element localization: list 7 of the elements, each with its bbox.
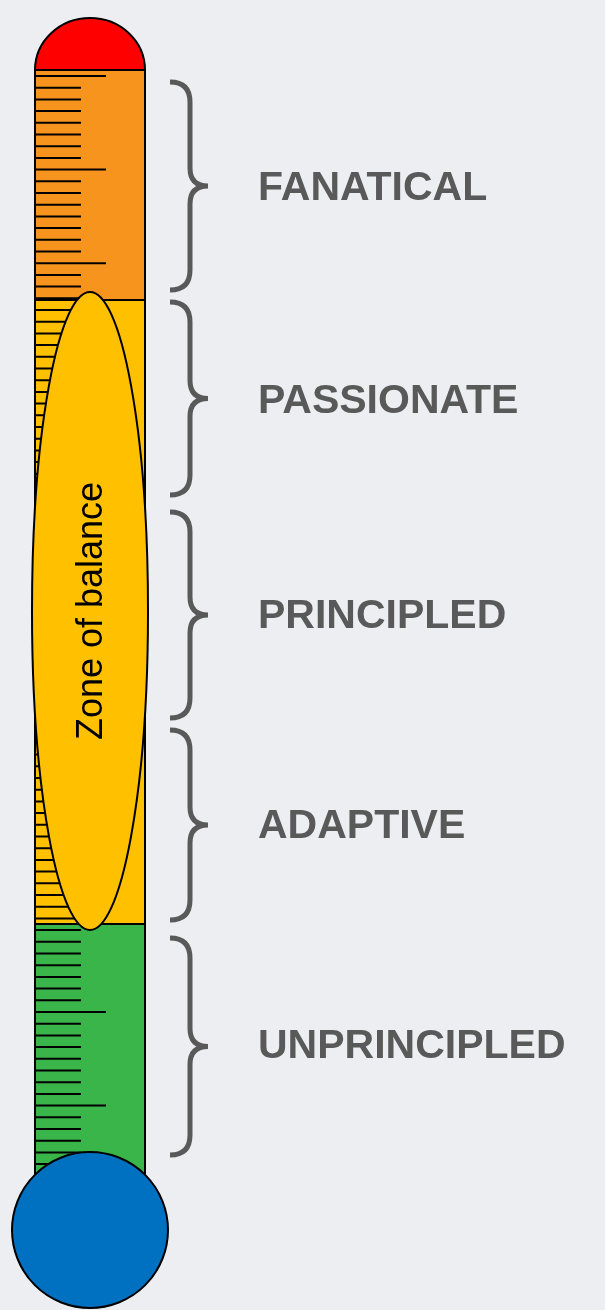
scale-label: PASSIONATE	[258, 379, 519, 420]
zone-ellipse	[30, 290, 150, 932]
scale-label: PRINCIPLED	[258, 594, 507, 635]
scale-label: UNPRINCIPLED	[258, 1024, 566, 1065]
scale-label: ADAPTIVE	[258, 804, 466, 845]
zone-label: Zone of balance	[72, 481, 108, 741]
scale-label: FANATICAL	[258, 166, 488, 207]
